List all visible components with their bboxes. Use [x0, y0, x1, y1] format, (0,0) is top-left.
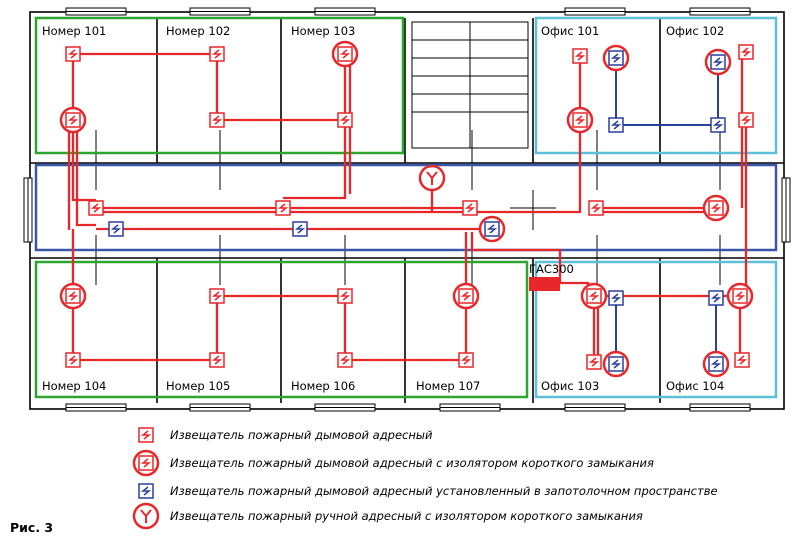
room-label-103: Номер 103 — [291, 24, 355, 38]
zone-office-bottom — [534, 260, 778, 399]
figure-label: Рис. 3 — [10, 520, 53, 535]
smoke-detector — [586, 288, 602, 304]
legend: Извещатель пожарный дымовой адресный Изв… — [132, 427, 718, 530]
windows-bottom — [65, 403, 751, 412]
smoke-detector — [734, 352, 750, 368]
room-label-102: Номер 102 — [166, 24, 230, 38]
control-panel: ГАС300 — [529, 262, 574, 291]
smoke-detector — [572, 48, 588, 64]
ceiling-detector — [292, 221, 308, 237]
panel-label: ГАС300 — [529, 262, 574, 276]
smoke-detector — [209, 112, 225, 128]
smoke-detector — [588, 200, 604, 216]
legend-smoke-isolator-icon — [138, 455, 154, 471]
smoke-detector — [88, 200, 104, 216]
room-label-101: Номер 101 — [42, 24, 106, 38]
windows-side — [23, 177, 791, 243]
ceiling-detector — [608, 290, 624, 306]
legend-text-ceiling: Извещатель пожарный дымовой адресный уст… — [170, 484, 718, 498]
ceiling-detector — [484, 221, 500, 237]
smoke-detector — [65, 46, 81, 62]
smoke-detector — [337, 288, 353, 304]
room-label-106: Номер 106 — [291, 379, 355, 393]
legend-text-smoke: Извещатель пожарный дымовой адресный — [170, 428, 433, 442]
legend-smoke-icon — [138, 427, 154, 443]
legend-manual-icon — [132, 502, 160, 530]
smoke-detector — [738, 44, 754, 60]
ceiling-detector — [708, 290, 724, 306]
alarm-loop-wiring — [67, 52, 748, 364]
zone-hotel-top — [34, 16, 405, 155]
smoke-detector — [65, 288, 81, 304]
office-label-102: Офис 102 — [666, 24, 724, 38]
smoke-detector — [708, 200, 724, 216]
smoke-detector — [458, 352, 474, 368]
manual-call-point — [418, 164, 446, 192]
office-label-103: Офис 103 — [541, 379, 599, 393]
smoke-detector — [65, 352, 81, 368]
ceiling-detector — [710, 54, 726, 70]
room-label-105: Номер 105 — [166, 379, 230, 393]
room-label-107: Номер 107 — [416, 379, 480, 393]
ceiling-detector — [608, 50, 624, 66]
ceiling-detector — [608, 356, 624, 372]
zone-office-top — [534, 16, 778, 155]
office-label-104: Офис 104 — [666, 379, 724, 393]
smoke-detector — [65, 112, 81, 128]
room-label-104: Номер 104 — [42, 379, 106, 393]
zone-hotel-bottom — [34, 260, 529, 399]
smoke-detector — [458, 288, 474, 304]
smoke-detector — [572, 112, 588, 128]
smoke-detector — [209, 288, 225, 304]
stairwell — [411, 21, 529, 149]
smoke-detector — [732, 288, 748, 304]
zone-outlines — [34, 16, 778, 399]
smoke-detector — [337, 112, 353, 128]
ceiling-detector — [608, 117, 624, 133]
smoke-detector — [738, 112, 754, 128]
zone-corridor — [34, 163, 778, 252]
smoke-detector — [209, 46, 225, 62]
windows-top — [65, 7, 751, 16]
ceiling-detector — [708, 356, 724, 372]
smoke-detector — [462, 200, 478, 216]
legend-ceiling-icon — [138, 483, 154, 499]
smoke-detector — [337, 46, 353, 62]
room-labels: Номер 101 Номер 102 Номер 103 Номер 104 … — [42, 24, 724, 393]
office-label-101: Офис 101 — [541, 24, 599, 38]
ceiling-detector — [108, 221, 124, 237]
smoke-detector — [209, 352, 225, 368]
legend-text-smoke-isolator: Извещатель пожарный дымовой адресный с и… — [170, 456, 654, 470]
smoke-detector — [275, 200, 291, 216]
ceiling-wiring — [615, 58, 719, 362]
building-walls — [29, 11, 785, 410]
smoke-detector — [586, 354, 602, 370]
ceiling-detector — [710, 117, 726, 133]
legend-text-manual: Извещатель пожарный ручной адресный с из… — [170, 509, 643, 523]
smoke-detector — [337, 352, 353, 368]
